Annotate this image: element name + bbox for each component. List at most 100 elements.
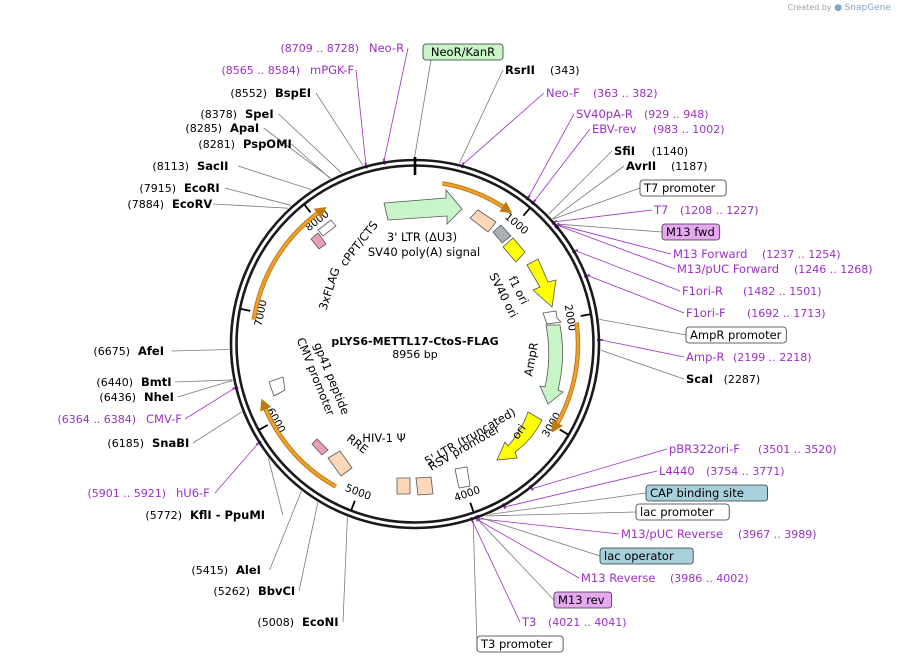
inner-label-3xflag: 3xFLAG: [316, 266, 343, 312]
primer-f1ori-r[interactable]: F1ori-R(1482 .. 1501): [682, 284, 822, 298]
enzyme-site-avrii[interactable]: AvrII(1187): [626, 159, 708, 173]
enzyme-site-nhei[interactable]: NheI(6436): [99, 390, 173, 404]
leader-line: [575, 250, 681, 292]
tick-mark: [559, 428, 569, 436]
enzyme-site-spei[interactable]: SpeI(8378): [200, 107, 273, 121]
primer-pbr322ori-f[interactable]: pBR322ori-F(3501 .. 3520): [669, 442, 837, 456]
orange-arcs: [251, 181, 581, 489]
enzyme-site-scai[interactable]: ScaI(2287): [686, 372, 760, 386]
neor-kanr-box: [422, 43, 504, 61]
feature-label-m13-fwd[interactable]: M13 fwd: [661, 223, 721, 241]
enzyme-site-afei[interactable]: AfeI(6675): [93, 344, 164, 358]
enzyme-position: (5262): [213, 585, 250, 598]
enzyme-site-bbvci[interactable]: BbvCI(5262): [213, 584, 295, 598]
tick-mark: [240, 308, 251, 312]
primer-neo-f[interactable]: Neo-F(363 .. 382): [546, 86, 658, 100]
leader-line: [557, 224, 672, 255]
enzyme-site-ecorv[interactable]: EcoRV(7884): [127, 197, 212, 211]
enzyme-name: BmtI: [141, 375, 172, 389]
leader-line: [599, 319, 687, 336]
enzyme-name: EcoRI: [184, 181, 220, 195]
primer-m13-puc-reverse[interactable]: M13/pUC Reverse(3967 .. 3989): [621, 527, 817, 541]
primer-ebv-rev[interactable]: EBV-rev(983 .. 1002): [592, 122, 725, 136]
leader-line: [268, 458, 284, 516]
enzyme-position: (8378): [200, 108, 237, 121]
leader-line: [478, 518, 620, 535]
primer-cmv-f[interactable]: CMV-F(6364 .. 6384): [57, 412, 181, 426]
feature-label-m13-rev[interactable]: M13 rev: [553, 591, 613, 609]
enzyme-site-kfli-ppumi[interactable]: KflI - PpuMI(5772): [145, 508, 265, 522]
leader-line: [504, 470, 658, 508]
enzyme-name: AleI: [236, 563, 261, 577]
leader-line: [315, 92, 364, 166]
primer-range: (5901 .. 5921): [87, 487, 166, 500]
enzyme-site-apai[interactable]: ApaI(8285): [185, 121, 259, 135]
tick-mark: [258, 424, 269, 431]
tick-mark: [469, 502, 475, 513]
enzyme-site-pspomi[interactable]: PspOMI(8281): [198, 137, 291, 151]
primer-mpgk-f[interactable]: mPGK-F(8565 .. 8584): [221, 63, 354, 77]
leader-line: [600, 339, 685, 358]
primer-range: (1237 .. 1254): [762, 248, 841, 261]
primer-amp-r[interactable]: Amp-R(2199 .. 2218): [686, 350, 812, 364]
leader-line: [477, 518, 555, 601]
enzyme-name: PspOMI: [243, 137, 292, 151]
leader-line: [355, 69, 367, 165]
enzyme-site-rsrii[interactable]: RsrII(343): [505, 63, 580, 77]
tick-mark: [580, 313, 591, 317]
leader-line: [171, 349, 230, 352]
primer-range: (929 .. 948): [644, 108, 709, 121]
feature-label-box: [661, 223, 721, 241]
enzyme-name: BspEI: [275, 86, 311, 100]
enzyme-site-alei[interactable]: AleI(5415): [191, 563, 261, 577]
enzyme-name: SacII: [197, 159, 228, 173]
enzyme-site-sfii[interactable]: SfiI(1140): [614, 144, 688, 158]
enzyme-site-bmti[interactable]: BmtI(6440): [96, 375, 171, 389]
tick-label: 5000: [343, 482, 372, 503]
leader-line: [263, 127, 331, 179]
enzyme-site-bspei[interactable]: BspEI(8552): [230, 86, 311, 100]
branding-created-by: Created by: [787, 3, 832, 12]
primer-l4440[interactable]: L4440(3754 .. 3771): [659, 464, 785, 478]
leader-line: [485, 511, 637, 517]
feature-label-t7-promoter[interactable]: T7 promoter: [639, 179, 727, 197]
primer-f1ori-f[interactable]: F1ori-F(1692 .. 1713): [686, 306, 826, 320]
primer-hu6-f[interactable]: hU6-F(5901 .. 5921): [87, 486, 209, 500]
enzyme-site-sacii[interactable]: SacII(8113): [152, 159, 228, 173]
enzyme-position: (6675): [93, 345, 130, 358]
plasmid-name: pLYS6-METTL17-CtoS-FLAG: [331, 335, 498, 348]
feature-sv40-ori-gray: [492, 224, 512, 244]
leader-line: [472, 520, 521, 623]
enzyme-position: (5008): [257, 616, 294, 629]
enzyme-position: (6436): [99, 391, 136, 404]
primer-name: T7: [653, 203, 668, 217]
primer-range: (1208 .. 1227): [680, 204, 759, 217]
orange-arc-head: [551, 420, 563, 433]
primer-name: SV40pA-R: [576, 107, 633, 121]
primer-range: (3501 .. 3520): [758, 443, 837, 456]
feature-label-t3-promoter[interactable]: T3 promoter: [476, 635, 564, 653]
feature-label-text: lac operator: [604, 549, 674, 563]
primer-range: (983 .. 1002): [653, 123, 725, 136]
primer-neo-r[interactable]: Neo-R(8709 .. 8728): [280, 41, 404, 55]
feature-ampr-promoter-arrow: [542, 310, 562, 325]
primer-sv40pa-r[interactable]: SV40pA-R (929 .. 948): [576, 107, 709, 121]
feature-label-cap-binding-site[interactable]: CAP binding site: [645, 484, 768, 502]
enzyme-site-snabi[interactable]: SnaBI(6185): [107, 436, 189, 450]
primer-t3[interactable]: T3(4021 .. 4041): [521, 615, 627, 629]
feature-label-ampr-promoter[interactable]: AmpR promoter: [685, 326, 787, 344]
feature-label-box: [645, 484, 768, 502]
enzyme-site-econi[interactable]: EcoNI(5008): [257, 615, 338, 629]
feature-cmv-promoter-arrow: [268, 376, 286, 397]
primer-m13-forward[interactable]: M13 Forward(1237 .. 1254): [673, 247, 841, 261]
feature-label-lac-promoter[interactable]: lac promoter: [635, 503, 730, 521]
enzyme-position: (1140): [652, 145, 689, 158]
feature-label-box: [553, 591, 613, 609]
primer-m13-reverse[interactable]: M13 Reverse(3986 .. 4002): [581, 571, 749, 585]
inner-label-cppt-cts: cPPT/CTS: [337, 218, 381, 269]
primer-m13-puc-forward[interactable]: M13/pUC Forward(1246 .. 1268): [677, 262, 873, 276]
primer-t7[interactable]: T7 (1208 .. 1227): [653, 203, 759, 217]
leader-line: [458, 69, 504, 164]
enzyme-site-ecori[interactable]: EcoRI(7915): [139, 181, 219, 195]
feature-label-lac-operator[interactable]: lac operator: [599, 547, 694, 565]
